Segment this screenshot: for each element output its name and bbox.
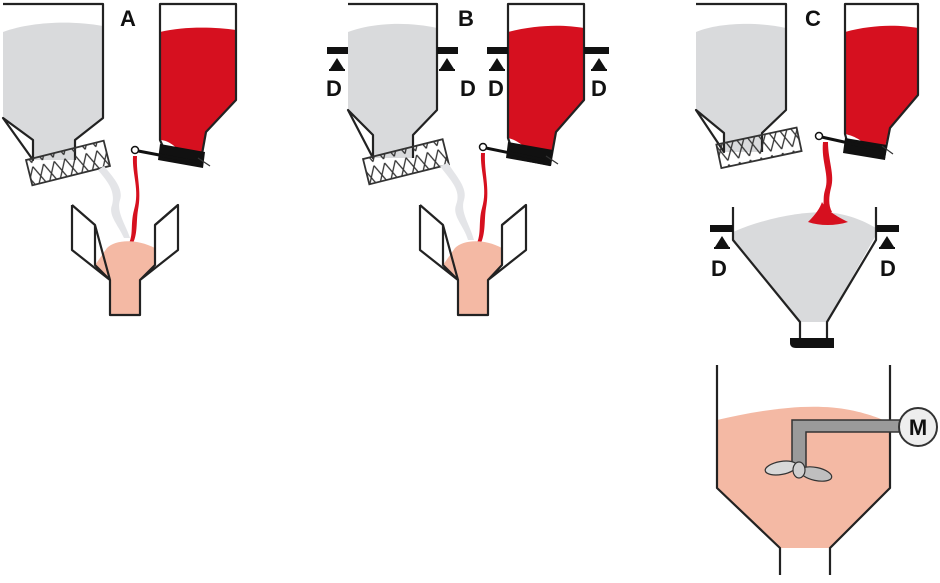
panel-c: D D M C [694,2,938,575]
grey-powder-stream-b [440,163,474,240]
panel-label-b: B [458,6,474,31]
motor-c: M [898,407,938,447]
load-cell-label: D [591,76,607,101]
load-cell-b-mid-right: D [487,47,508,101]
screw-feeder-c [715,126,803,170]
mixing-tank-c [715,365,892,575]
pigment-nozzle-c [814,131,894,155]
pigment-stream-b [476,153,488,245]
load-cell-c-right: D [876,225,899,281]
load-cell-label: D [711,256,727,281]
panel-b: D D D D [326,2,609,317]
mixing-funnel-b [418,203,528,317]
panel-label-c: C [805,6,821,31]
screw-feeder-a [24,139,112,187]
pigment-stream-a [128,156,140,245]
pigment-hopper-a [158,2,238,168]
weighing-hopper-c [731,202,878,348]
powder-hopper-c [694,2,788,154]
stirrer-c [764,419,905,482]
grey-powder-stream-a [98,166,130,238]
load-cell-label: D [880,256,896,281]
powder-hopper-b [346,2,439,160]
screw-feeder-b [361,138,450,186]
mixing-funnel-a [70,203,180,317]
load-cell-b-right: D [584,47,609,101]
pigment-hopper-c [843,2,920,160]
pigment-nozzle-b [478,142,559,165]
load-cell-c-left: D [710,225,733,281]
pigment-stream-c [820,142,833,212]
load-cell-label: D [488,76,504,101]
load-cell-b-left: D [326,47,348,101]
load-cell-label: D [326,76,342,101]
motor-label: M [909,415,927,440]
powder-hopper-a [1,2,105,162]
panel-a: A [1,2,238,317]
load-cell-label: D [460,76,476,101]
panel-label-a: A [120,6,136,31]
pigment-nozzle-a [130,145,211,167]
pigment-hopper-b [506,2,586,167]
load-cell-b-mid-left: D [437,47,476,101]
